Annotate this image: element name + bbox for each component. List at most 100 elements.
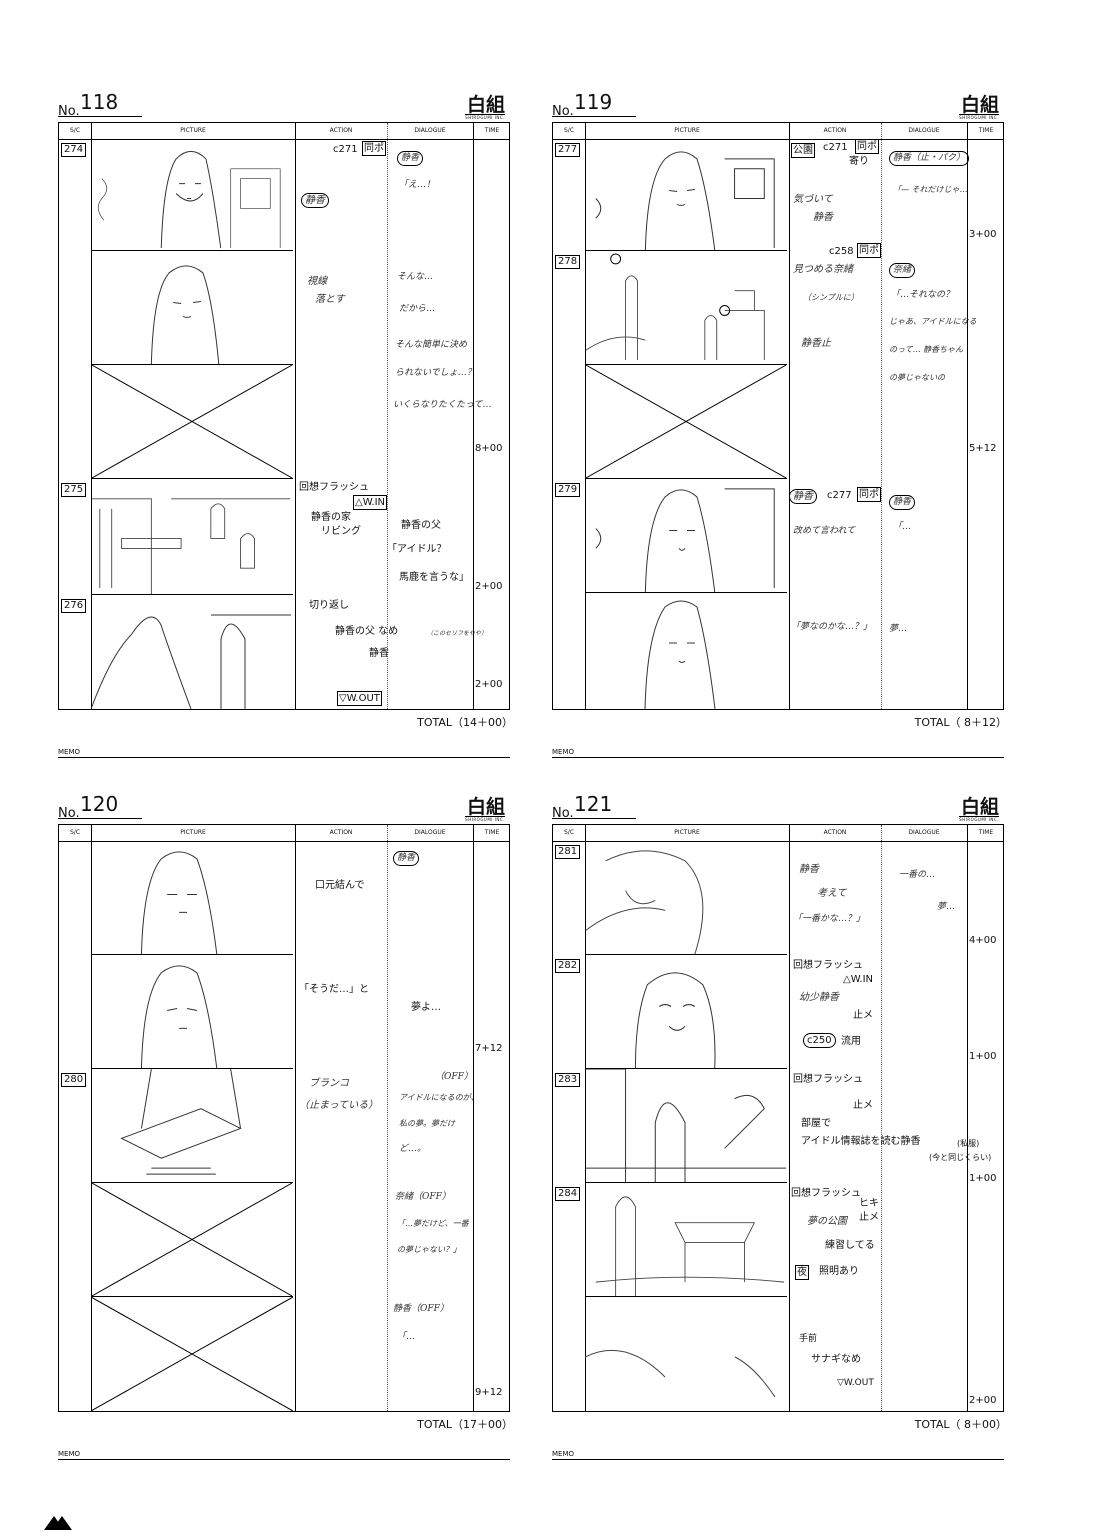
- dialogue-line: 静香: [393, 851, 420, 866]
- divider: [295, 825, 296, 1411]
- action-note: 切り返し: [309, 600, 349, 611]
- studio-logo-sub: SHIROGUMI INC.: [465, 816, 505, 822]
- studio-logo-sub: SHIROGUMI INC.: [465, 114, 505, 120]
- action-note: 練習してる: [825, 1240, 875, 1251]
- studio-logo-sub: SHIROGUMI INC.: [959, 816, 999, 822]
- picture-panel: [585, 955, 787, 1069]
- action-note: 静香: [301, 193, 329, 208]
- action-note: ▽W.OUT: [837, 1378, 874, 1388]
- dialogue-line: だから…: [399, 304, 436, 314]
- action-note: 回想フラッシュ: [791, 1188, 861, 1199]
- picture-panel: [91, 251, 293, 365]
- action-note: c271: [333, 144, 358, 155]
- picture-panel: [585, 841, 787, 955]
- action-note: 視線: [307, 276, 327, 287]
- dialogue-line: 「…: [893, 522, 912, 532]
- time-value: 1+00: [969, 1173, 997, 1184]
- col-picture: PICTURE: [180, 829, 206, 836]
- action-note: 同ポ: [855, 139, 879, 154]
- scene-number: 278: [555, 255, 581, 269]
- action-note: 回想フラッシュ: [793, 1074, 863, 1085]
- action-note: ヒキ: [859, 1198, 879, 1209]
- col-action: ACTION: [823, 127, 847, 134]
- col-sc: S/C: [69, 829, 81, 836]
- column-header: S/C PICTURE ACTION DIALOGUE TIME: [59, 123, 509, 140]
- dialogue-line: 静香の父: [401, 520, 441, 531]
- studio-logo: 白組: [466, 796, 505, 818]
- dialogue-line: 静香（止・パク）: [889, 151, 970, 166]
- time-value: 2+00: [475, 581, 503, 592]
- col-picture: PICTURE: [674, 127, 700, 134]
- action-note: （シンプルに）: [803, 293, 859, 302]
- action-note: (今と同じくらい): [929, 1153, 992, 1162]
- picture-panel-empty: [91, 1183, 293, 1297]
- divider: [585, 123, 586, 709]
- dialogue-line: 「…それなの？: [891, 290, 955, 300]
- action-note: （止まっている）: [299, 1100, 379, 1111]
- dialogue-line: られないでしょ…？: [395, 368, 476, 378]
- sheet-number-underline: [58, 116, 142, 117]
- col-time: TIME: [978, 127, 994, 134]
- dialogue-line: 奈緒: [889, 263, 916, 278]
- picture-panel: [585, 139, 787, 251]
- action-note: ブランコ: [309, 1078, 349, 1089]
- action-note: 回想フラッシュ: [793, 960, 863, 971]
- divider: [91, 123, 92, 709]
- divider: [91, 825, 92, 1411]
- action-note: 静香: [813, 212, 833, 223]
- column-header: S/C PICTURE ACTION DIALOGUE TIME: [553, 825, 1003, 842]
- time-value: 7+12: [475, 1043, 503, 1054]
- dialogue-line: （このセリフをやや）: [427, 630, 488, 637]
- dialogue-line: 静香（OFF）: [393, 1304, 449, 1314]
- dialogue-line: 夢…: [937, 902, 956, 912]
- time-value: 3+00: [969, 229, 997, 240]
- col-dialogue: DIALOGUE: [908, 829, 940, 836]
- storyboard-grid: S/C PICTURE ACTION DIALOGUE TIME 281 282…: [552, 824, 1004, 1412]
- action-note: 寄り: [849, 156, 869, 167]
- action-note: 止メ: [853, 1100, 873, 1111]
- scene-number: 275: [61, 483, 87, 497]
- dialogue-line: 奈緒（OFF）: [395, 1192, 451, 1202]
- storyboard-sheet-118: No. 118 白組 SHIROGUMI INC. S/C PICTURE AC…: [58, 90, 513, 778]
- action-note: 同ポ: [362, 141, 386, 156]
- scene-number: 283: [555, 1073, 581, 1087]
- col-sc: S/C: [563, 829, 575, 836]
- col-time: TIME: [978, 829, 994, 836]
- dialogue-line: そんな簡単に決め: [395, 340, 468, 350]
- action-note: 部屋で: [801, 1118, 831, 1129]
- action-note: 照明あり: [819, 1266, 859, 1277]
- studio-logo-sub: SHIROGUMI INC.: [959, 114, 999, 120]
- picture-panel: [91, 1069, 293, 1183]
- picture-panel: [91, 595, 293, 709]
- col-picture: PICTURE: [674, 829, 700, 836]
- divider: [387, 825, 388, 1411]
- picture-panel-empty: [585, 365, 787, 479]
- picture-panel: [585, 251, 787, 365]
- column-header: S/C PICTURE ACTION DIALOGUE TIME: [553, 123, 1003, 140]
- dialogue-line: そんな…: [397, 272, 434, 282]
- time-value: 8+00: [475, 443, 503, 454]
- dialogue-line: 「アイドル？: [387, 544, 447, 555]
- dialogue-line: アイドルになるのが、: [399, 1093, 479, 1102]
- action-note: 落とす: [315, 294, 345, 305]
- scene-number: 279: [555, 483, 581, 497]
- dialogue-line: 私の夢。夢だけ: [399, 1119, 455, 1128]
- col-action: ACTION: [329, 829, 353, 836]
- scene-number: 280: [61, 1073, 87, 1087]
- picture-panel: [585, 1069, 787, 1183]
- col-time: TIME: [484, 829, 500, 836]
- dialogue-line: 「え…！: [399, 180, 436, 190]
- col-dialogue: DIALOGUE: [414, 829, 446, 836]
- time-value: 9+12: [475, 1387, 503, 1398]
- action-note: 手前: [799, 1334, 818, 1344]
- total-time: TOTAL（ 8＋12）: [914, 716, 1007, 729]
- time-value: 4+00: [969, 935, 997, 946]
- action-note: 幼少静香: [799, 992, 839, 1003]
- sheet-number-underline: [58, 818, 142, 819]
- picture-panel-empty: [91, 365, 293, 479]
- action-note: 考えて: [817, 888, 847, 899]
- action-note: 静香の父 なめ: [335, 626, 399, 637]
- dialogue-line: じゃあ、アイドルになる: [889, 317, 977, 326]
- studio-logo: 白組: [960, 796, 999, 818]
- time-value: 2+00: [969, 1395, 997, 1406]
